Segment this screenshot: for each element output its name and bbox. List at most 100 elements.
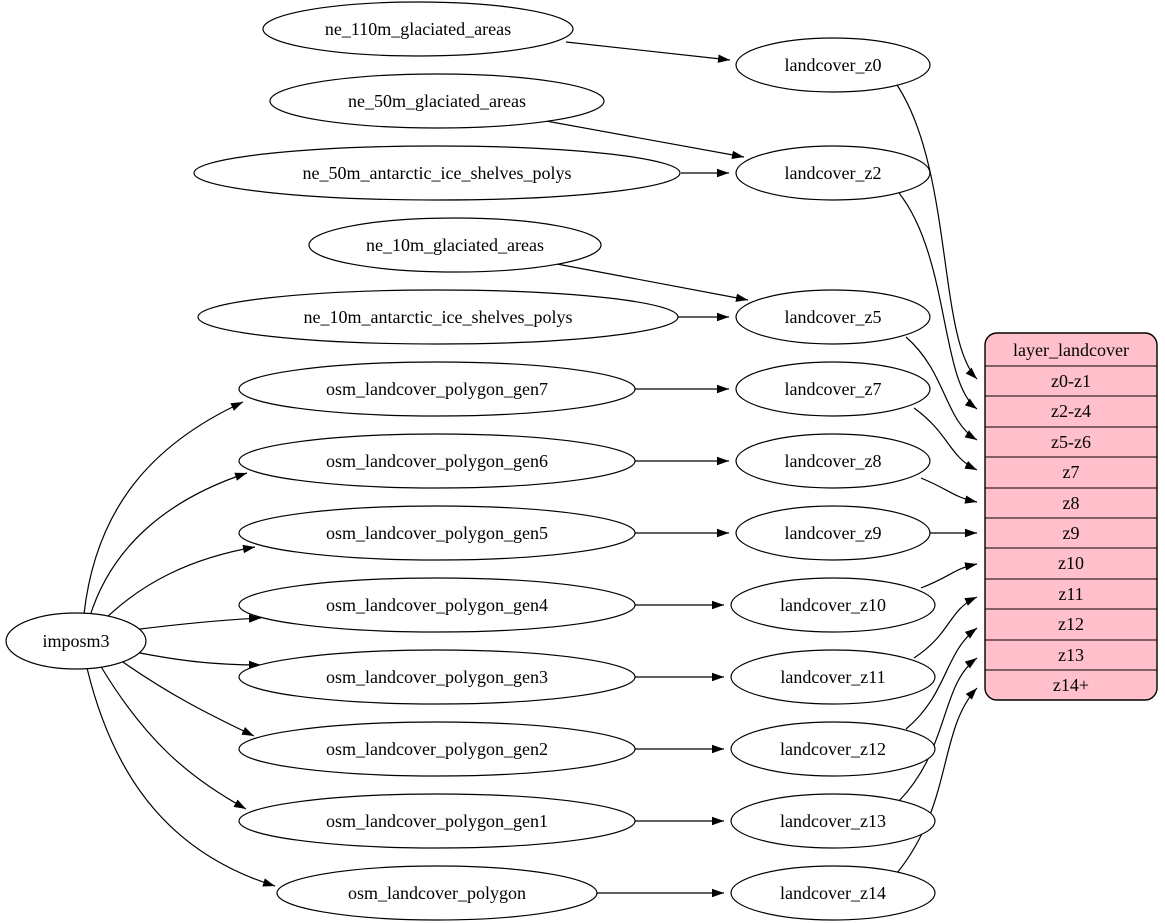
node-ne_110m_glaciated_areas: ne_110m_glaciated_areas — [262, 1, 574, 57]
node-label: landcover_z0 — [785, 55, 882, 75]
table-row-z10: z10 — [1058, 553, 1084, 573]
node-osm_landcover_polygon_gen1: osm_landcover_polygon_gen1 — [238, 793, 636, 849]
node-label: ne_110m_glaciated_areas — [325, 19, 511, 39]
edge-landcover_z2-to-row-z2-z4 — [898, 192, 978, 410]
table-row-z5-z6: z5-z6 — [1051, 432, 1091, 452]
node-ellipse — [238, 361, 636, 417]
node-label: landcover_z2 — [785, 163, 882, 183]
node-label: osm_landcover_polygon_gen1 — [326, 811, 548, 831]
node-label: osm_landcover_polygon_gen3 — [326, 667, 548, 687]
node-label: osm_landcover_polygon_gen4 — [326, 595, 548, 615]
node-label: osm_landcover_polygon — [348, 883, 526, 903]
table-row-z14plus: z14+ — [1053, 675, 1089, 695]
node-landcover_z12: landcover_z12 — [730, 721, 936, 777]
node-ellipse — [5, 612, 147, 670]
node-label: landcover_z11 — [780, 667, 885, 687]
node-landcover_z13: landcover_z13 — [730, 793, 936, 849]
edge-imposm3-to-osm_landcover_polygon_gen2 — [119, 659, 255, 737]
node-label: landcover_z14 — [780, 883, 886, 903]
node-ellipse — [735, 289, 931, 345]
edge-landcover_z10-to-row-z10 — [920, 562, 978, 589]
node-ellipse — [730, 721, 936, 777]
table-layer_landcover: layer_landcover z0-z1 z2-z4 z5-z6 z7 z8 … — [984, 332, 1158, 701]
node-ne_10m_glaciated_areas: ne_10m_glaciated_areas — [308, 217, 602, 273]
edge-landcover_z14-to-row-z14plus — [896, 687, 978, 874]
edge-landcover_z0-to-row-z0-z1 — [896, 84, 978, 380]
node-label: osm_landcover_polygon_gen6 — [326, 451, 548, 471]
edge-imposm3-to-osm_landcover_polygon_gen4 — [131, 614, 262, 631]
node-ne_50m_glaciated_areas: ne_50m_glaciated_areas — [269, 73, 605, 129]
edge-imposm3-to-osm_landcover_polygon_gen5 — [101, 544, 256, 623]
table-row-z2-z4: z2-z4 — [1051, 401, 1091, 421]
node-osm_landcover_polygon_gen4: osm_landcover_polygon_gen4 — [238, 577, 636, 633]
node-osm_landcover_polygon_gen5: osm_landcover_polygon_gen5 — [238, 505, 636, 561]
node-osm_landcover_polygon_gen7: osm_landcover_polygon_gen7 — [238, 361, 636, 417]
node-landcover_z5: landcover_z5 — [735, 289, 931, 345]
node-landcover_z2: landcover_z2 — [735, 145, 931, 201]
node-landcover_z11: landcover_z11 — [730, 649, 936, 705]
edge-landcover_z12-to-row-z12 — [905, 627, 978, 730]
table-row-z11: z11 — [1058, 584, 1083, 604]
node-landcover_z0: landcover_z0 — [735, 37, 931, 93]
table-row-z0-z1: z0-z1 — [1051, 371, 1091, 391]
node-osm_landcover_polygon_gen6: osm_landcover_polygon_gen6 — [238, 433, 636, 489]
node-ne_10m_antarctic_ice_shelves_polys: ne_10m_antarctic_ice_shelves_polys — [197, 289, 679, 345]
node-ellipse — [735, 361, 931, 417]
node-ellipse — [735, 433, 931, 489]
edge-ne_110m_glaciated_areas-to-landcover_z0 — [565, 41, 731, 63]
node-osm_landcover_polygon_gen3: osm_landcover_polygon_gen3 — [238, 649, 636, 705]
node-label: ne_50m_antarctic_ice_shelves_polys — [303, 163, 572, 183]
node-osm_landcover_polygon: osm_landcover_polygon — [276, 865, 598, 921]
edge-landcover_z5-to-row-z5-z6 — [905, 336, 978, 441]
table-title: layer_landcover — [1013, 340, 1129, 360]
node-ellipse — [238, 433, 636, 489]
node-ellipse — [730, 793, 936, 849]
node-ellipse — [197, 289, 679, 345]
node-ellipse — [238, 505, 636, 561]
table-row-z12: z12 — [1058, 614, 1084, 634]
edge-imposm3-to-osm_landcover_polygon_gen7 — [83, 401, 244, 615]
node-label: landcover_z13 — [780, 811, 886, 831]
node-landcover_z10: landcover_z10 — [730, 577, 936, 633]
node-ellipse — [262, 1, 574, 57]
table-background — [984, 332, 1158, 701]
node-imposm3: imposm3 — [5, 612, 147, 670]
node-ellipse — [193, 145, 681, 201]
node-ellipse — [276, 865, 598, 921]
edge-imposm3-to-osm_landcover_polygon — [86, 667, 276, 887]
table-row-z8: z8 — [1063, 493, 1080, 513]
edge-imposm3-to-osm_landcover_polygon_gen1 — [99, 664, 247, 810]
node-label: osm_landcover_polygon_gen5 — [326, 523, 548, 543]
node-label: imposm3 — [42, 631, 109, 651]
node-ellipse — [308, 217, 602, 273]
node-landcover_z14: landcover_z14 — [730, 865, 936, 921]
node-ellipse — [238, 649, 636, 705]
node-ellipse — [735, 145, 931, 201]
edge-ne_10m_glaciated_areas-to-landcover_z5 — [556, 263, 749, 302]
edge-ne_50m_glaciated_areas-to-landcover_z2 — [545, 120, 745, 159]
node-ellipse — [238, 577, 636, 633]
node-label: landcover_z10 — [780, 595, 886, 615]
node-landcover_z8: landcover_z8 — [735, 433, 931, 489]
node-ellipse — [730, 577, 936, 633]
node-label: osm_landcover_polygon_gen2 — [326, 739, 548, 759]
node-ellipse — [238, 721, 636, 777]
node-label: landcover_z5 — [785, 307, 882, 327]
edge-landcover_z11-to-row-z11 — [913, 596, 978, 659]
node-label: ne_50m_glaciated_areas — [348, 91, 526, 111]
node-label: landcover_z9 — [785, 523, 882, 543]
edge-imposm3-to-osm_landcover_polygon_gen3 — [134, 651, 262, 670]
edge-group — [83, 41, 978, 898]
edge-landcover_z13-to-row-z13 — [898, 657, 978, 802]
edge-landcover_z8-to-row-z8 — [920, 477, 978, 504]
node-label: ne_10m_antarctic_ice_shelves_polys — [304, 307, 573, 327]
table-row-z9: z9 — [1063, 523, 1080, 543]
node-label: ne_10m_glaciated_areas — [366, 235, 544, 255]
node-ellipse — [269, 73, 605, 129]
node-ne_50m_antarctic_ice_shelves_polys: ne_50m_antarctic_ice_shelves_polys — [193, 145, 681, 201]
node-label: osm_landcover_polygon_gen7 — [326, 379, 548, 399]
node-label: landcover_z8 — [785, 451, 882, 471]
node-landcover_z7: landcover_z7 — [735, 361, 931, 417]
edge-imposm3-to-osm_landcover_polygon_gen6 — [89, 472, 248, 617]
